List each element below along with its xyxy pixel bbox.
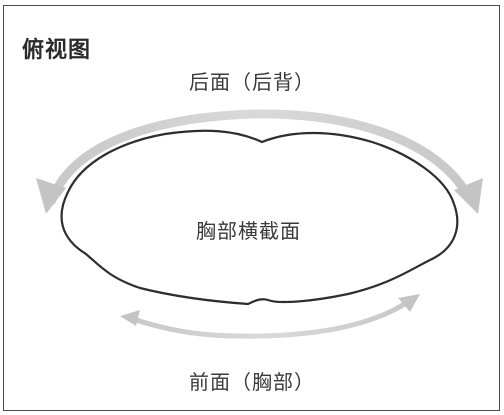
- front-arrow-right-head: [398, 294, 420, 312]
- chest-cross-section-label: 胸部横截面: [196, 219, 301, 243]
- back-arrow-right-head: [454, 178, 483, 214]
- back-arrow-left-head: [36, 178, 66, 214]
- diagram-title: 俯视图: [22, 38, 92, 63]
- front-arrow-left-head: [120, 310, 140, 326]
- back-rotation-arrow: [36, 109, 483, 214]
- chest-cross-section-outline: [60, 129, 459, 306]
- front-rotation-arrow: [120, 294, 420, 339]
- back-label: 后面（后背）: [189, 70, 315, 94]
- front-label: 前面（胸部）: [189, 370, 315, 394]
